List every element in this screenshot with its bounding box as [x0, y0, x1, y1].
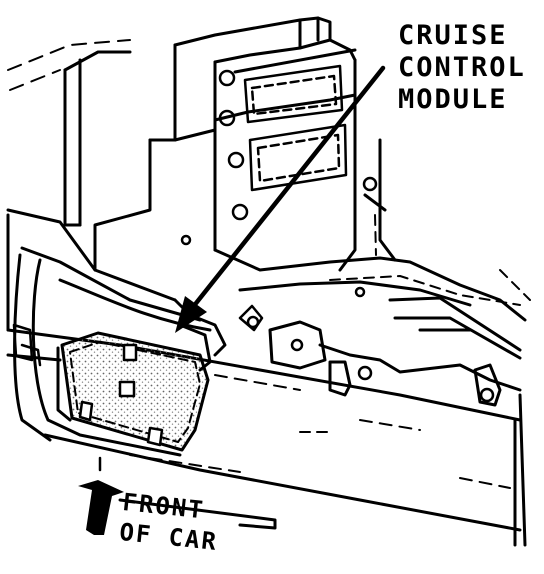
module-label-line-2: CONTROL [398, 52, 526, 83]
right-tray-dashed [299, 214, 531, 433]
mounting-bracket-tower [93, 16, 357, 302]
dash-panel-solid [63, 50, 132, 227]
left-housing [6, 208, 212, 457]
flange-holes [246, 286, 495, 403]
front-body-panel [6, 328, 527, 547]
cruise-control-module [56, 323, 212, 452]
module-label-line-1: CRUISE [398, 20, 508, 51]
dash-panel-outline [7, 39, 131, 91]
cruise-control-module-label: CRUISE CONTROL MODULE [398, 22, 526, 118]
left-clip [12, 323, 42, 367]
tower-bolts [180, 69, 378, 246]
tower-window-upper [243, 64, 344, 124]
callout-leader-arrow [175, 65, 386, 333]
front-direction-arrow-icon [78, 480, 124, 535]
right-tray-structure [213, 138, 527, 360]
front-label-line-2: OF CAR [118, 517, 220, 557]
tower-window-lower [248, 123, 348, 192]
front-of-car-label: FRONT OF CAR [118, 488, 222, 560]
front-body-panel-dashed [129, 374, 511, 489]
mounting-flange [268, 320, 522, 407]
pivot-clip [238, 304, 264, 332]
module-label-line-3: MODULE [398, 84, 508, 115]
